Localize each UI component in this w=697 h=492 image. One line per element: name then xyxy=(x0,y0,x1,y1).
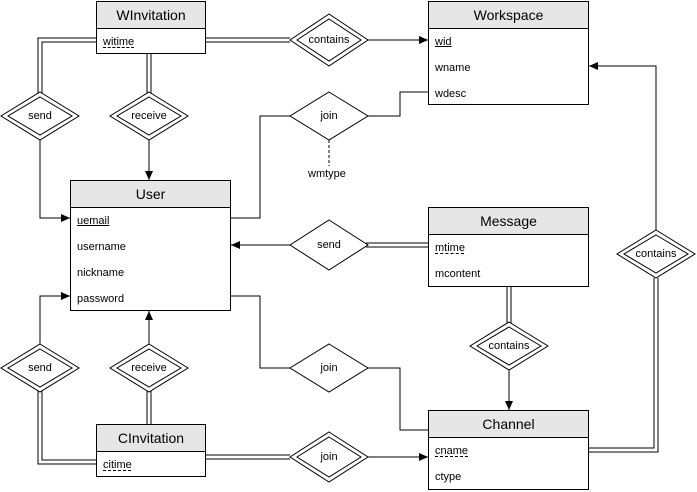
entity-cinvitation: CInvitation citime xyxy=(96,424,206,477)
entity-message: Message mtime mcontent xyxy=(428,207,589,287)
rel-label-winvitation-contains: contains xyxy=(308,34,350,46)
rel-label-user-join-channel: join xyxy=(320,362,338,374)
entity-attribute: mtime xyxy=(435,242,465,254)
rel-label-message-send: send xyxy=(317,239,341,251)
attribute-wmtype: wmtype xyxy=(308,168,346,180)
diamond-message-contains xyxy=(469,321,549,371)
entity-workspace: Workspace wid wname wdesc xyxy=(428,1,589,105)
entity-title: CInvitation xyxy=(97,425,205,452)
diamond-winvitation-receive xyxy=(109,91,189,141)
rel-label-cinvitation-send: send xyxy=(28,362,52,374)
link-message-contains-channel xyxy=(505,286,513,410)
rel-label-winvitation-send: send xyxy=(28,110,52,122)
entity-title: Channel xyxy=(429,411,588,438)
diamond-channel-contains xyxy=(616,229,696,279)
entity-attribute: witime xyxy=(103,36,135,48)
rel-label-winvitation-receive: receive xyxy=(131,110,167,122)
entity-title: Message xyxy=(429,208,588,235)
entity-attribute: cname xyxy=(435,445,469,457)
diamond-winvitation-send xyxy=(0,91,80,141)
diamond-cinvitation-receive xyxy=(109,343,189,393)
entity-title: User xyxy=(71,181,230,208)
link-cinvitation-join-channel xyxy=(206,453,428,461)
link-winvitation-contains xyxy=(206,36,428,44)
link-winvitation-send xyxy=(37,37,96,222)
diamond-message-send xyxy=(289,219,369,271)
entity-attribute: citime xyxy=(103,459,132,471)
diamond-user-join-channel xyxy=(289,343,369,393)
diamond-cinvitation-send xyxy=(0,343,80,393)
diamond-cinvitation-join xyxy=(289,431,369,483)
rel-label-cinvitation-join: join xyxy=(320,451,338,463)
entity-attribute: wname xyxy=(435,62,471,74)
link-user-join-workspace xyxy=(230,91,428,219)
entity-attribute: username xyxy=(77,241,126,253)
link-user-join-channel xyxy=(230,295,428,431)
entity-winvitation: WInvitation witime xyxy=(96,1,206,54)
entity-attribute: wdesc xyxy=(435,88,467,100)
entity-attribute: password xyxy=(77,293,125,305)
link-cinvitation-receive xyxy=(145,311,153,424)
rel-label-message-contains: contains xyxy=(488,340,530,352)
entity-attribute: wid xyxy=(435,36,452,48)
entity-title: WInvitation xyxy=(97,2,205,29)
link-winvitation-receive xyxy=(145,53,153,180)
entity-attribute: uemail xyxy=(77,215,110,227)
link-cinvitation-send xyxy=(37,292,96,465)
entity-channel: Channel cname ctype xyxy=(428,410,589,490)
entity-attribute: mcontent xyxy=(435,268,481,280)
rel-label-channel-contains: contains xyxy=(635,248,677,260)
diamond-winvitation-contains xyxy=(289,13,369,67)
link-message-send-user xyxy=(231,241,428,249)
entity-user: User uemail username nickname password xyxy=(70,180,231,311)
entity-title: Workspace xyxy=(429,2,588,29)
rel-label-cinvitation-receive: receive xyxy=(131,362,167,374)
link-channel-contains-workspace xyxy=(588,62,659,453)
entity-attribute: ctype xyxy=(435,471,462,483)
rel-label-user-join-workspace: join xyxy=(320,110,338,122)
entity-attribute: nickname xyxy=(77,267,125,279)
diamond-user-join-workspace xyxy=(289,91,369,141)
